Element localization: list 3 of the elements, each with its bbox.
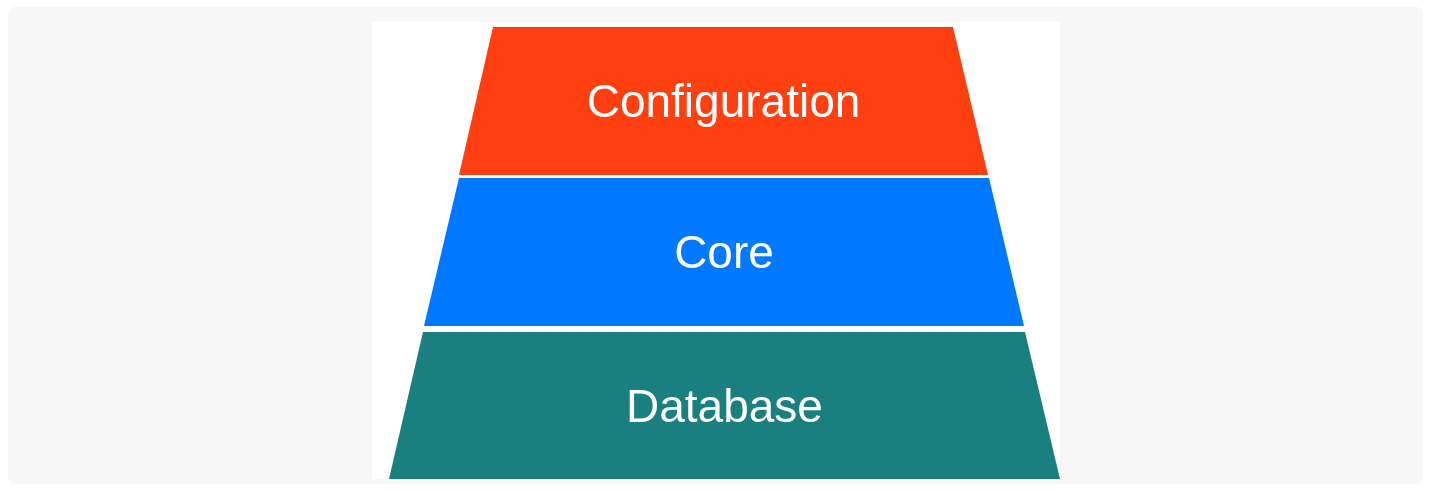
layer-label: Configuration <box>586 74 861 128</box>
layer-label: Core <box>674 225 774 279</box>
layer-label: Database <box>626 378 823 433</box>
